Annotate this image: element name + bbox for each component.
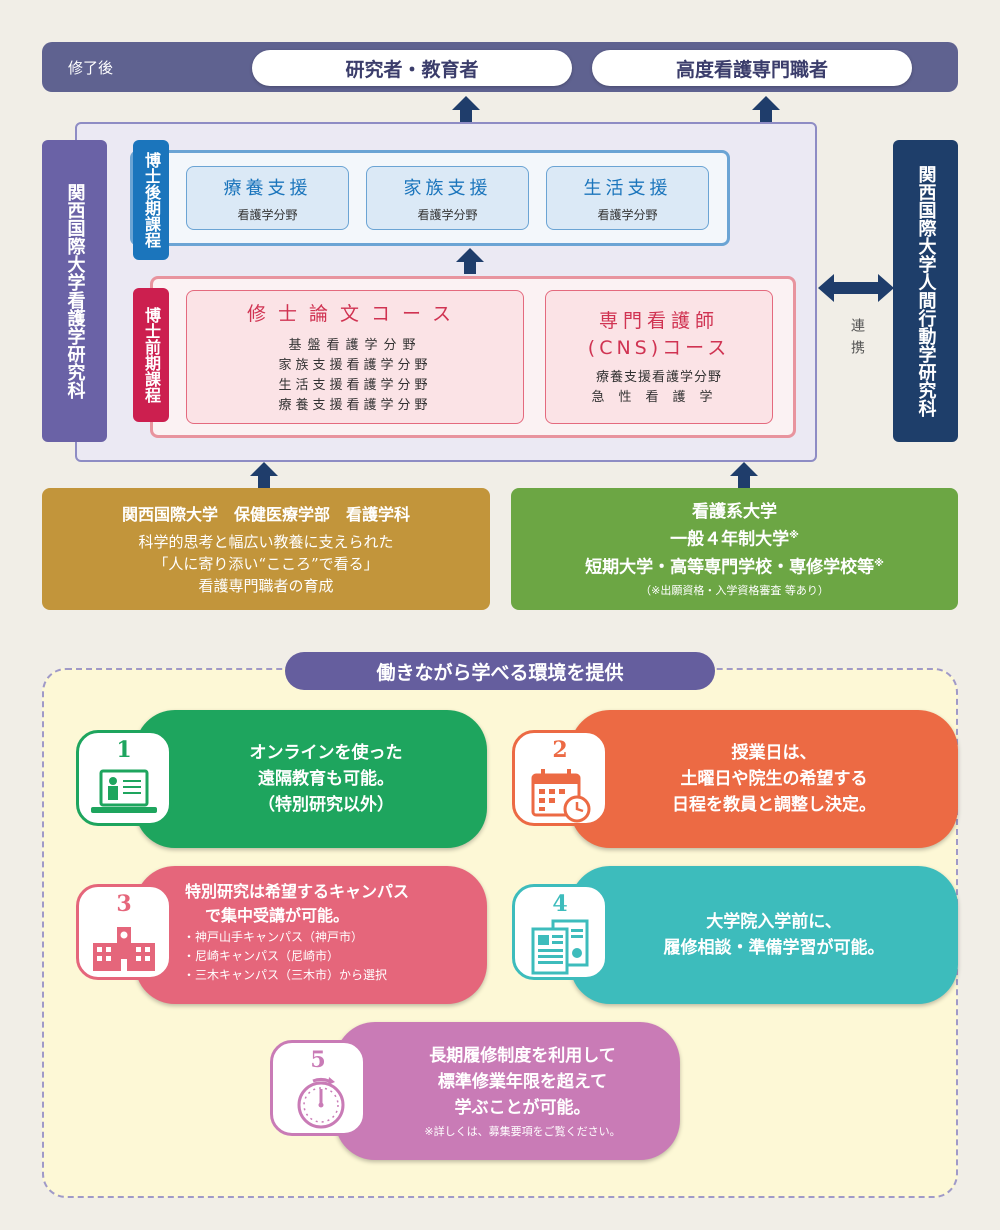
feature-text: 大学院入学前に、 bbox=[706, 912, 842, 932]
nursing-university-label: 看護系大学 bbox=[692, 502, 777, 523]
stopwatch-icon bbox=[297, 1077, 345, 1129]
feature-badge-4: 4 bbox=[512, 884, 608, 980]
arrow-to-researcher bbox=[452, 96, 480, 124]
other-schools-box: 看護系大学 一般４年制大学※ 短期大学・高等専門学校・専修学校等※ （※出願資格… bbox=[511, 488, 958, 610]
junior-college-line: 短期大学・高等専門学校・専修学校等※ bbox=[585, 557, 884, 578]
feature-text: 土曜日や院生の希望する bbox=[680, 769, 868, 789]
online-lecture-icon bbox=[91, 769, 157, 813]
calendar-clock-icon bbox=[531, 769, 591, 823]
doctoral-field-box: 家族支援 看護学分野 bbox=[366, 166, 529, 230]
feature-text: （特別研究以外） bbox=[258, 795, 394, 815]
feature-card-schedule: 授業日は、 土曜日や院生の希望する 日程を教員と調整し決定。 bbox=[570, 710, 958, 848]
thesis-field: 家族支援看護学分野 bbox=[278, 357, 432, 373]
feature-badge-3: 3 bbox=[76, 884, 172, 980]
after-completion-label: 修了後 bbox=[68, 58, 114, 77]
doctoral-field-sub: 看護学分野 bbox=[417, 207, 478, 222]
admission-note: （※出願資格・入学資格審査 等あり） bbox=[640, 583, 829, 597]
feature-text: 遠隔教育も可能。 bbox=[258, 769, 394, 789]
cooperation-label: 連携 bbox=[849, 318, 865, 362]
cns-course-title-2: (CNS)コース bbox=[587, 337, 731, 359]
feature-number: 4 bbox=[552, 891, 568, 917]
feature-text: オンラインを使った bbox=[249, 743, 403, 763]
advanced-nursing-pill: 高度看護専門職者 bbox=[592, 50, 912, 86]
cns-course-box: 専門看護師 (CNS)コース 療養支援看護学分野 急性看護学 bbox=[545, 290, 773, 424]
kiu-nursing-department-box: 関西国際大学 保健医療学部 看護学科 科学的思考と幅広い教養に支えられた 「人に… bbox=[42, 488, 490, 610]
cooperation-double-arrow bbox=[818, 274, 894, 302]
feature-card-long-term: 長期履修制度を利用して 標準修業年限を超えて 学ぶことが可能。 ※詳しくは、募集… bbox=[335, 1022, 680, 1160]
feature-number: 1 bbox=[116, 737, 132, 763]
feature-number: 2 bbox=[552, 737, 568, 763]
cns-course-title: 専門看護師 bbox=[598, 310, 719, 332]
thesis-course-title: 修士論文コース bbox=[246, 302, 464, 325]
arrow-kiu-to-master bbox=[250, 462, 278, 488]
kiu-description-line: 「人に寄り添い“こころ”で看る」 bbox=[153, 555, 379, 573]
doctoral-field-title: 療養支援 bbox=[223, 177, 312, 199]
feature-card-preparation: 大学院入学前に、 履修相談・準備学習が可能。 bbox=[570, 866, 958, 1004]
feature-text: 特別研究は希望するキャンパス bbox=[185, 882, 410, 901]
feature-number: 5 bbox=[310, 1047, 326, 1073]
masters-course-tag: 博士前期課程 bbox=[133, 288, 169, 422]
cns-field: 療養支援看護学分野 bbox=[595, 370, 722, 385]
feature-text: 標準修業年限を超えて bbox=[437, 1072, 608, 1092]
arrow-master-to-doctor bbox=[456, 248, 484, 274]
feature-note: ※詳しくは、募集要項をご覧ください。 bbox=[424, 1125, 621, 1138]
doctoral-field-box: 療養支援 看護学分野 bbox=[186, 166, 349, 230]
doctoral-field-sub: 看護学分野 bbox=[597, 207, 658, 222]
kiu-department-title: 関西国際大学 保健医療学部 看護学科 bbox=[121, 505, 410, 524]
campus-option: ・尼崎キャンパス（尼崎市） bbox=[183, 949, 340, 963]
campus-building-icon bbox=[93, 927, 155, 971]
feature-badge-5: 5 bbox=[270, 1040, 366, 1136]
researcher-educator-pill: 研究者・教育者 bbox=[252, 50, 572, 86]
thesis-field: 生活支援看護学分野 bbox=[278, 377, 432, 393]
feature-text: 履修相談・準備学習が可能。 bbox=[663, 938, 885, 958]
doctoral-field-title: 生活支援 bbox=[583, 177, 672, 199]
general-university-line: 一般４年制大学※ bbox=[670, 530, 799, 550]
thesis-field: 療養支援看護学分野 bbox=[278, 397, 432, 413]
cns-field: 急性看護学 bbox=[591, 390, 727, 405]
thesis-field: 基盤看護学分野 bbox=[288, 337, 422, 353]
feature-badge-1: 1 bbox=[76, 730, 172, 826]
documents-icon bbox=[531, 919, 589, 975]
arrow-nurse-to-master bbox=[730, 462, 758, 488]
feature-text: 長期履修制度を利用して bbox=[429, 1046, 616, 1066]
feature-card-campus: 特別研究は希望するキャンパス で集中受講が可能。 ・神戸山手キャンパス（神戸市）… bbox=[135, 866, 487, 1004]
feature-text: 授業日は、 bbox=[731, 743, 817, 763]
kiu-nursing-graduate-label: 関西国際大学看護学研究科 bbox=[42, 140, 107, 442]
doctoral-field-box: 生活支援 看護学分野 bbox=[546, 166, 709, 230]
work-study-title: 働きながら学べる環境を提供 bbox=[285, 652, 715, 690]
feature-number: 3 bbox=[116, 891, 132, 917]
doctoral-field-sub: 看護学分野 bbox=[237, 207, 298, 222]
feature-card-online: オンラインを使った 遠隔教育も可能。 （特別研究以外） bbox=[135, 710, 487, 848]
feature-text: で集中受講が可能。 bbox=[205, 906, 350, 925]
feature-text: 学ぶことが可能。 bbox=[454, 1098, 591, 1118]
campus-option: ・神戸山手キャンパス（神戸市） bbox=[183, 930, 364, 944]
kiu-human-behavior-graduate-label: 関西国際大学人間行動学研究科 bbox=[893, 140, 958, 442]
kiu-description-line: 科学的思考と幅広い教養に支えられた bbox=[138, 533, 394, 551]
thesis-course-box: 修士論文コース 基盤看護学分野 家族支援看護学分野 生活支援看護学分野 療養支援… bbox=[186, 290, 524, 424]
doctoral-course-tag: 博士後期課程 bbox=[133, 140, 169, 260]
feature-badge-2: 2 bbox=[512, 730, 608, 826]
campus-option: ・三木キャンパス（三木市）から選択 bbox=[183, 968, 388, 982]
doctoral-field-title: 家族支援 bbox=[403, 177, 492, 199]
feature-text: 日程を教員と調整し決定。 bbox=[672, 795, 876, 815]
kiu-description-line: 看護専門職者の育成 bbox=[198, 577, 334, 595]
